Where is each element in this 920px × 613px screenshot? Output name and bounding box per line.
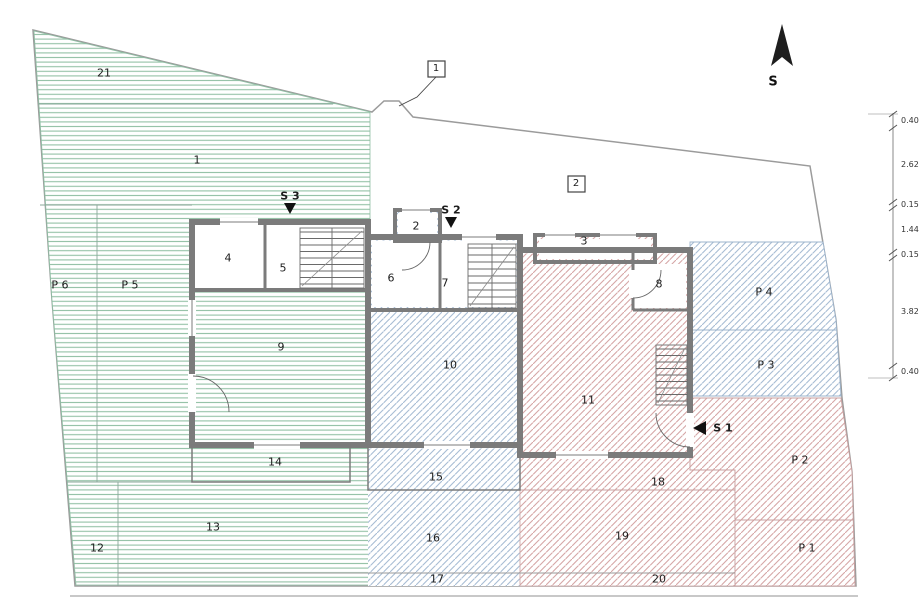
- stairs-right-unit: [655, 344, 688, 406]
- section-s1-icon: [693, 421, 706, 435]
- detail-marker-boxes: [398, 60, 586, 193]
- section-s2-icon: [445, 217, 457, 228]
- building-walls: [189, 208, 693, 491]
- green-zone: [33, 30, 371, 586]
- window-symbols: [188, 206, 636, 459]
- section-s3-icon: [284, 203, 296, 214]
- stairs-left-unit: [299, 227, 365, 289]
- dimension-chain: [868, 110, 898, 382]
- detail-marker-2-box: [567, 175, 586, 193]
- north-label: S: [768, 74, 778, 90]
- door-symbols: [188, 241, 694, 448]
- stairs-middle-unit: [467, 243, 517, 309]
- north-arrow-icon: [771, 24, 793, 66]
- section-marker-icons: [284, 203, 706, 435]
- detail-marker-1-box: [427, 60, 446, 78]
